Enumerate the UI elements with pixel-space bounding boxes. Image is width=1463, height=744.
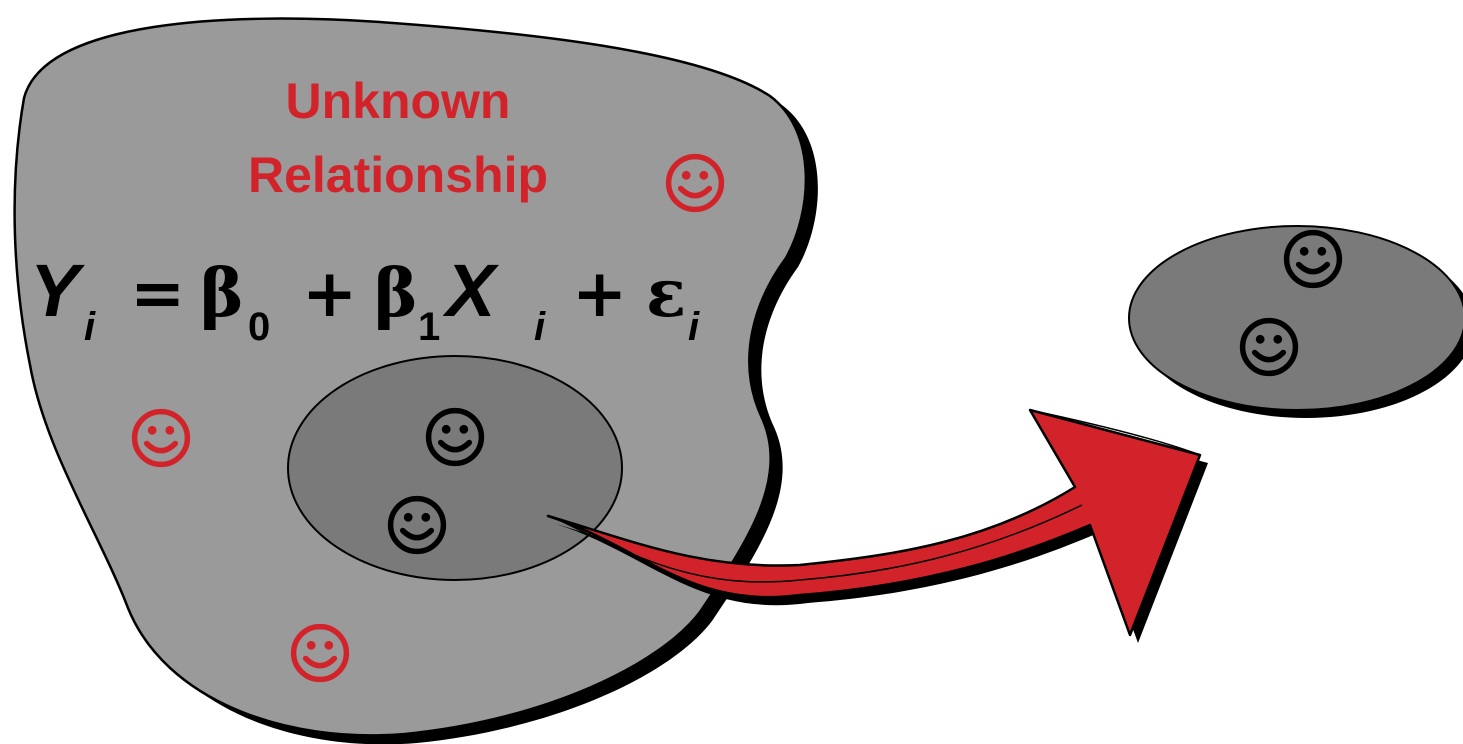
eq-y: Y (30, 249, 85, 332)
title-line-1: Unknown (286, 73, 511, 129)
eq-y-sub: i (84, 305, 96, 349)
eq-beta1-sub: 1 (418, 305, 440, 349)
eq-x-sub: i (534, 305, 546, 349)
curved-arrow-icon (546, 408, 1208, 643)
eq-equals: = (130, 254, 185, 332)
eq-epsilon: ε (646, 254, 686, 332)
eq-beta0-sub: 0 (248, 305, 270, 349)
eq-plus-1: + (302, 254, 357, 332)
eq-x: X (442, 249, 500, 332)
regression-equation: Y i = β 0 + β 1 X i + ε i (30, 249, 700, 349)
eq-plus-2: + (572, 254, 627, 332)
sample-ellipse (1128, 225, 1463, 411)
eq-beta0: β (200, 254, 244, 332)
sample-ellipse-inner (287, 355, 623, 581)
eq-epsilon-sub: i (688, 305, 700, 349)
eq-beta1: β (374, 254, 418, 332)
title-line-2: Relationship (248, 147, 548, 203)
